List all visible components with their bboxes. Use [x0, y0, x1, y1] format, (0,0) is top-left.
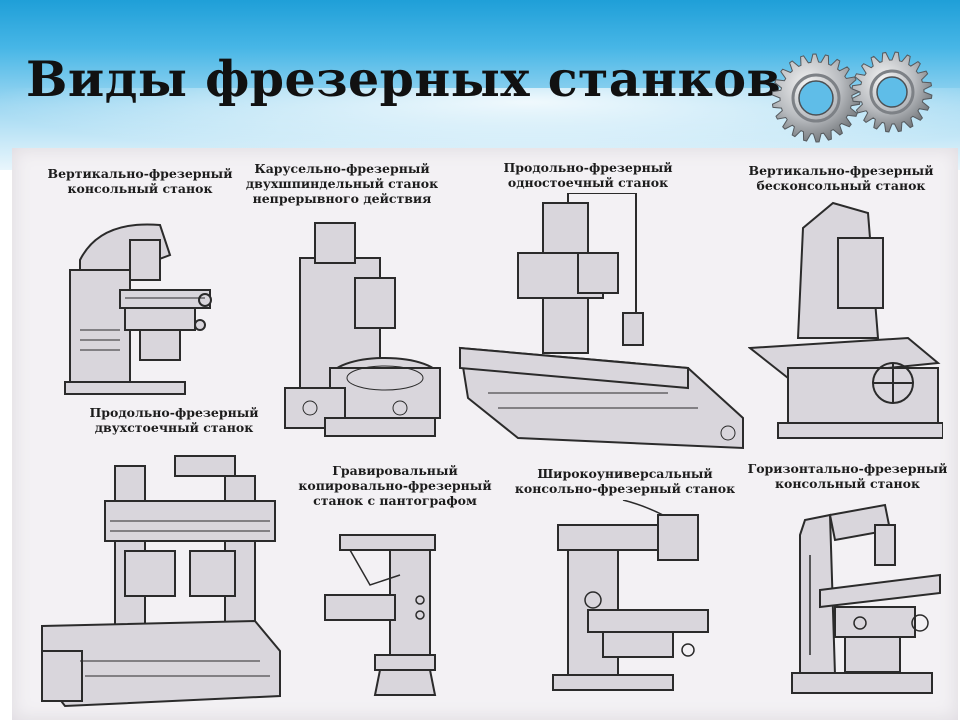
single-column-planer-mill-illustration — [458, 193, 744, 450]
pantograph-engraving-mill-illustration — [324, 534, 437, 696]
caption-bed-type-vertical-mill: Вертикально-фрезерный бесконсольный стан… — [748, 163, 934, 193]
bed-type-vertical-mill-illustration — [748, 201, 943, 439]
horizontal-knee-mill-illustration — [791, 503, 941, 694]
caption-rotary-table-mill: Карусельно-фрезерный двухшпиндельный ста… — [245, 161, 439, 206]
caption-double-column-planer-mill: Продольно-фрезерный двухстоечный станок — [89, 405, 259, 435]
gears-icon — [772, 51, 933, 143]
caption-single-column-planer-mill: Продольно-фрезерный одностоечный станок — [503, 160, 673, 190]
slide-title: Виды фрезерных станков — [26, 50, 782, 108]
caption-horizontal-knee-mill: Горизонтально-фрезерный консольный стано… — [747, 461, 948, 491]
universal-knee-mill-illustration — [552, 500, 709, 691]
caption-universal-knee-mill: Широкоуниверсальный консольно-фрезерный … — [514, 466, 736, 496]
rotary-table-mill-illustration — [284, 222, 441, 437]
vertical-knee-mill-illustration — [64, 223, 212, 395]
caption-vertical-knee-mill: Вертикально-фрезерный консольный станок — [47, 166, 233, 196]
caption-pantograph-engraving-mill: Гравировальный копировально-фрезерный ст… — [298, 463, 492, 508]
double-column-planer-mill-illustration — [41, 455, 281, 708]
